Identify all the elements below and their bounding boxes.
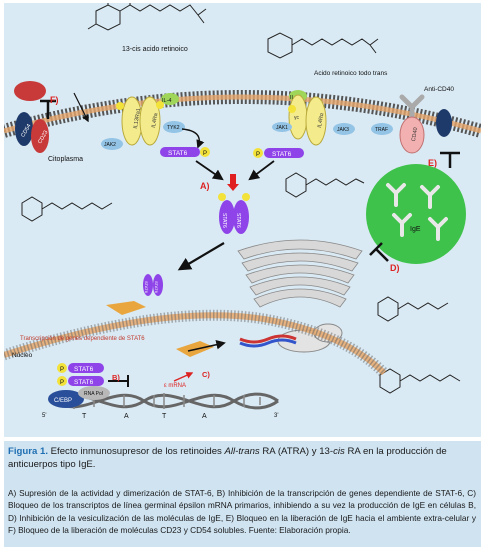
il4-left-label: IL-4 [162, 98, 171, 104]
trans-ra-label: Acido retinoico todo trans [314, 70, 388, 77]
cell-membrane [4, 90, 481, 138]
dna-t1: T [82, 413, 87, 420]
cd23-soluble [31, 119, 49, 153]
dna-t2: T [162, 413, 167, 420]
label-b: B) [112, 373, 120, 382]
anti-cd40-antibody [399, 94, 425, 121]
right-receptor-complex: IL-4 IL4Rα γc JAK1 JAK3 [272, 90, 355, 146]
stat6-dimer: STAT6 STAT6 [218, 193, 250, 234]
caption-title: Figura 1. Efecto inmunosupresor de los r… [8, 446, 476, 471]
citoplasma-label: Citoplasma [48, 156, 83, 163]
retinoid-13cis-molecule [87, 3, 207, 31]
golgi-apparatus [237, 239, 363, 308]
label-a: A) [200, 181, 210, 191]
jak1-label: JAK1 [276, 125, 288, 131]
jak2-label: JAK2 [104, 142, 116, 148]
figure-caption: Figura 1. Efecto inmunosupresor de los r… [4, 441, 481, 547]
ige-vesicle [366, 164, 466, 264]
p-dna-bottom: P [60, 380, 64, 386]
figure-panel: 13-cis acido retinoico Acido retinoico t… [4, 3, 481, 437]
caption-title-em1: All-trans [224, 446, 260, 457]
caption-title-em2: cis [333, 446, 345, 457]
red-down-arrow [227, 184, 239, 191]
stat6-right-label: STAT6 [272, 151, 292, 158]
stat6-dimer-b-label: STAT6 [235, 213, 241, 228]
dna-3prime: 3' [274, 413, 278, 419]
inhibit-b-symbol [108, 375, 129, 387]
caption-title-part3: RA en la producción de anticuerpos tipo … [8, 446, 447, 470]
il4ra-left-label: IL4Ra [151, 112, 160, 128]
stat6-dna-top-label: STAT6 [74, 366, 94, 373]
stat6-dimer-a-label: STAT6 [221, 213, 227, 228]
inhibit-e-symbol [440, 151, 460, 168]
left-receptor-complex: IL-4 IL13Ra1 IL4Ra JAK2 TYK2 [101, 93, 205, 150]
anti-cd40-label: Anti-CD40 [424, 86, 454, 93]
stat6-right [264, 148, 304, 158]
label-f: F) [50, 95, 59, 105]
rna-pol [78, 386, 110, 400]
label-d: D) [390, 263, 400, 273]
inhibit-d-symbol [369, 242, 389, 262]
mrna-label: ε mRNA [164, 383, 186, 389]
cd-dark-right [436, 109, 452, 137]
caption-figure-label: Figura 1. [8, 446, 48, 457]
stat6-dna-bottom [68, 376, 104, 386]
inhibit-f-symbol [40, 99, 56, 119]
stat6-nuc-a-label: STAT6 [144, 281, 149, 294]
rna-pol-label: RNA Pol [84, 391, 103, 397]
stat6-left [160, 147, 200, 157]
stat6-dna-bottom-label: STAT6 [74, 379, 94, 386]
ige-antibodies [386, 183, 448, 241]
nucleo-label: Núcleo [12, 352, 33, 359]
cd54-soluble [15, 112, 33, 146]
cd40-receptor [399, 116, 425, 154]
cd40-label: CD40 [411, 127, 419, 142]
dna-a2: A [202, 413, 207, 420]
caption-body: A) Supresión de la actividad y dimerizac… [8, 488, 476, 536]
caption-title-part1: Efecto inmunosupresor de los retinoides [50, 446, 225, 457]
dna-5prime: 5' [42, 413, 46, 419]
cis-ra-label: 13-cis acido retinoico [122, 46, 188, 53]
transcripcion-label: Transcripción de genes dependiente de ST… [20, 336, 145, 342]
retinoid-left-molecule [21, 196, 113, 222]
p-right: P [256, 152, 260, 158]
diagram-svg: 13-cis acido retinoico Acido retinoico t… [4, 3, 481, 420]
retinoid-right-molecule [285, 172, 365, 198]
retinoid-trans-molecule [267, 32, 379, 59]
traf-blob [371, 123, 393, 135]
il13ra1-label: IL13Ra1 [133, 108, 143, 130]
p-dna-top: P [60, 367, 64, 373]
yc-label: γc [294, 115, 300, 121]
p-left: P [203, 151, 207, 157]
traf-label: TRAF [375, 127, 388, 133]
label-e: E) [428, 158, 437, 168]
red-oval [14, 81, 46, 101]
cebp-factor [48, 390, 84, 408]
cebp-label: C/EBP [54, 398, 72, 404]
dna-a1: A [124, 413, 129, 420]
ige-label: IgE [410, 226, 421, 233]
stat6-nuc-b-label: STAT6 [154, 281, 159, 294]
jak3-label: JAK3 [337, 127, 349, 133]
nuclear-pore-left [106, 301, 146, 315]
stat6-dna-top [68, 363, 104, 373]
mrna-strand [239, 334, 297, 344]
tyk2-label: TYK2 [167, 125, 180, 131]
stat6-left-label: STAT6 [168, 150, 188, 157]
caption-title-part2: RA (ATRA) y 13- [259, 446, 334, 457]
retinoid-bottom-molecule [377, 296, 461, 394]
il4ra-right-label: IL4Rα [317, 112, 326, 128]
label-c: C) [202, 370, 210, 379]
